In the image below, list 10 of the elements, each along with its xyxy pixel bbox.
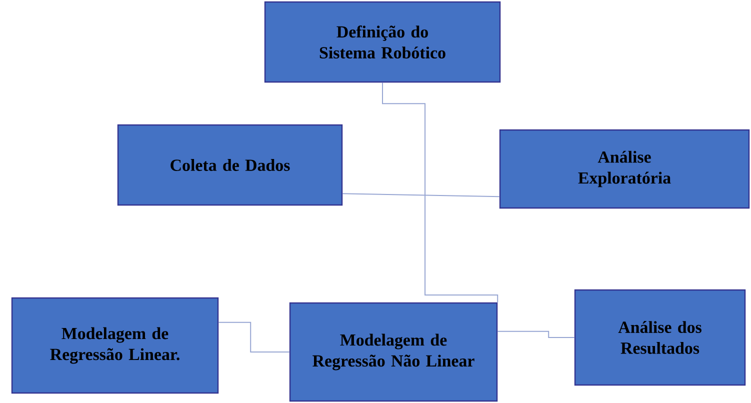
connector-line — [218, 322, 290, 352]
connector-line — [342, 193, 500, 198]
connector-line — [382, 82, 498, 303]
process-box: Análise dos Resultados — [574, 289, 746, 386]
connector-line — [497, 330, 575, 338]
process-box: Modelagem de Regressão Linear. — [11, 297, 219, 394]
process-box: Modelagem de Regressão Não Linear — [289, 302, 498, 402]
process-box: Análise Exploratória — [499, 129, 750, 209]
process-box: Coleta de Dados — [117, 124, 343, 206]
process-box: Definição do Sistema Robótico — [264, 1, 501, 83]
